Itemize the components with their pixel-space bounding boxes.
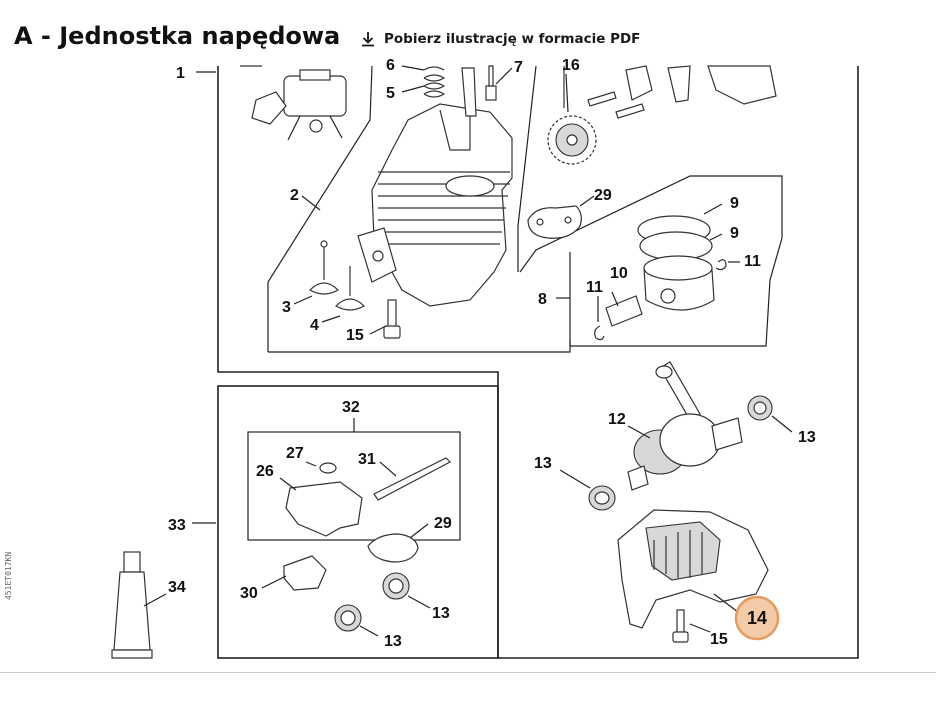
margin-reference-code: 451ET017KN (4, 551, 13, 600)
label-33: 33 (168, 517, 186, 534)
download-label: Pobierz ilustrację w formacie PDF (384, 31, 641, 47)
label-2: 2 (290, 187, 299, 204)
washer-27-part (319, 462, 337, 474)
label-13-low-right: 13 (432, 605, 450, 622)
pin-parts (587, 91, 645, 119)
download-pdf-link[interactable]: Pobierz ilustrację w formacie PDF (360, 31, 640, 47)
cylinder-part (357, 103, 513, 307)
label-34: 34 (168, 579, 186, 596)
bolt-7-part (485, 65, 497, 101)
gasket-29-bottom-part (367, 533, 419, 563)
carburetor-part (240, 65, 347, 141)
valve-4-part (335, 266, 365, 311)
label-26: 26 (256, 463, 274, 480)
label-13-low-left: 13 (384, 633, 402, 650)
label-27: 27 (286, 445, 304, 462)
crankshaft-part (627, 361, 743, 491)
label-30: 30 (240, 585, 258, 602)
valve-spring-part (423, 66, 446, 98)
crankcase-part (617, 509, 769, 629)
strip-31-part (373, 457, 451, 501)
seal-13-low-right-part (382, 572, 410, 600)
label-15-top: 15 (346, 327, 364, 344)
label-10: 10 (610, 265, 628, 282)
screw-15-top-part (383, 299, 401, 339)
label-11-left: 11 (586, 279, 603, 296)
circlip-11-left-part (594, 325, 605, 341)
pushrod-part (461, 67, 477, 117)
gasket-26-part (285, 481, 363, 537)
label-31: 31 (358, 451, 376, 468)
label-13-right: 13 (798, 429, 816, 446)
oil-pump-frame (517, 65, 537, 272)
bracket-parts (625, 65, 777, 105)
piston-pin-part (605, 295, 643, 327)
download-icon (360, 31, 376, 47)
label-8: 8 (538, 291, 547, 308)
part-14-highlight-button[interactable]: 14 (734, 595, 780, 641)
label-11-right: 11 (744, 253, 761, 270)
gasket-29-top-part (527, 205, 582, 239)
piston-part (643, 255, 715, 311)
label-32: 32 (342, 399, 360, 416)
label-9-bottom: 9 (730, 225, 739, 242)
label-1: 1 (176, 65, 185, 82)
seal-13-right-part (747, 395, 773, 421)
bottom-divider (0, 672, 936, 673)
valve-3-part (309, 240, 339, 295)
label-4: 4 (310, 317, 319, 334)
label-13-left: 13 (534, 455, 552, 472)
gasket-30-part (283, 555, 327, 591)
label-9-top: 9 (730, 195, 739, 212)
label-29-top: 29 (594, 187, 612, 204)
label-12: 12 (608, 411, 626, 428)
circlip-11-right-part (715, 259, 727, 271)
label-29-bottom: 29 (434, 515, 452, 532)
seal-13-low-left-part (334, 604, 362, 632)
page-title: A - Jednostka napędowa (14, 22, 341, 50)
piston-kit-frame (519, 175, 783, 347)
label-16: 16 (562, 57, 580, 74)
label-15-bottom: 15 (710, 631, 728, 648)
label-3: 3 (282, 299, 291, 316)
label-6: 6 (386, 57, 395, 74)
seal-13-left-part (588, 485, 616, 511)
screw-15-bottom-part (672, 609, 689, 643)
gear-16-part (547, 66, 597, 165)
label-5: 5 (386, 85, 395, 102)
gasket-set-frame (217, 385, 499, 659)
sealant-tube-part (111, 551, 153, 659)
label-7: 7 (514, 59, 523, 76)
label-14[interactable]: 14 (747, 608, 767, 628)
